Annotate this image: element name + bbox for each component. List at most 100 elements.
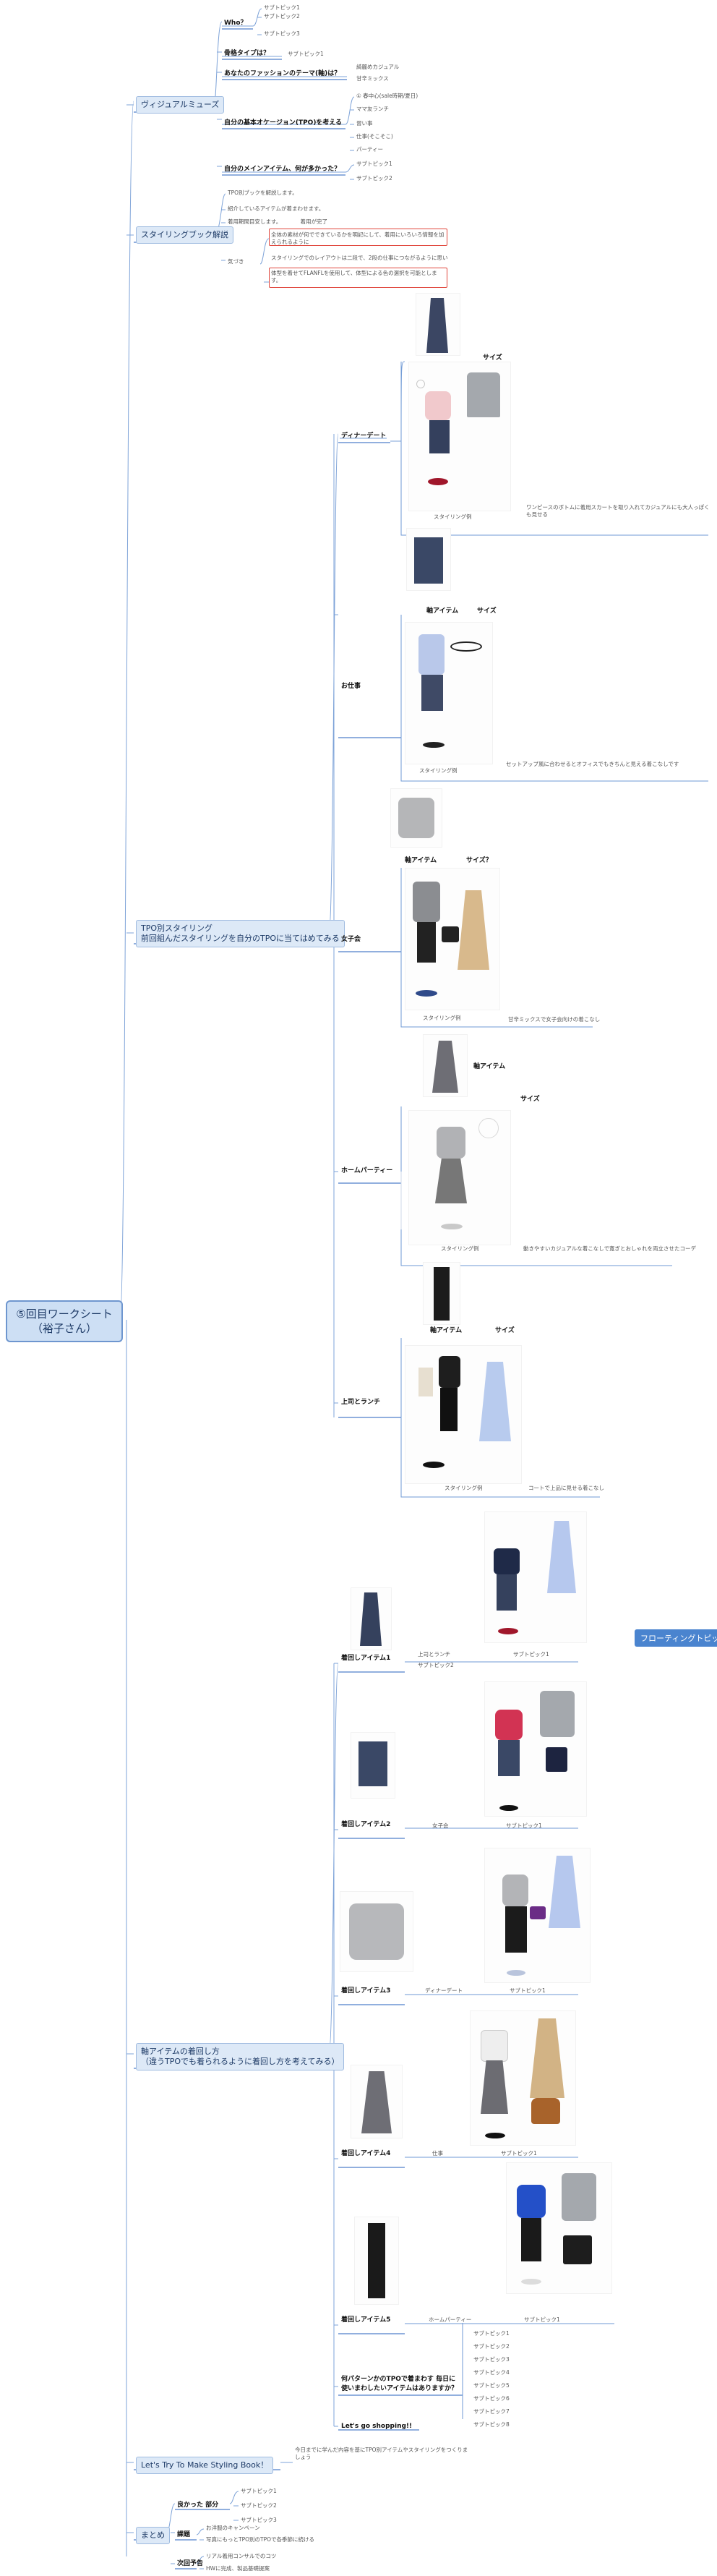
question-sub-6[interactable]: サブトピック6 [473,2395,510,2402]
scene-name[interactable]: 女子会 [341,936,361,943]
styling-book-item-4[interactable]: 全体の素材が何でできているかを明記にして、着用にいろいろ情報を加えられるように [271,231,445,245]
axis-item-name[interactable]: 着回しアイテム2 [341,1821,391,1828]
question-sub-2[interactable]: サブトピック2 [473,2343,510,2350]
question-line-2[interactable]: 使いまわしたいアイテムはありますか？ [341,2385,458,2392]
axis-item-tpo[interactable]: 上司とランチ [418,1651,450,1658]
tpo-label[interactable]: 自分の基本オケージョン(TPO)を考える [224,119,343,127]
summary-next-label[interactable]: 次回予告 [177,2560,204,2567]
scene-size: サイズ [495,1327,515,1334]
axis-item-tpo[interactable]: ディナーデート [425,1987,463,1994]
photo-sweater [340,1891,413,1972]
scene-caption: スタイリング例 [434,513,472,520]
skeleton-label[interactable]: 骨格タイプは？ [224,50,270,57]
skeleton-sub[interactable]: サブトピック1 [288,51,324,57]
axis-item-tpo[interactable]: ホームパーティー [429,2316,472,2323]
scene-size: サイズ？ [466,857,492,864]
summary-good-sub-3[interactable]: サブトピック3 [241,2517,277,2523]
axis-item-name[interactable]: 着回しアイテム5 [341,2316,391,2324]
styling-book-item-2[interactable]: 紹介しているアイテムが着まわせます。 [228,205,325,212]
summary-good-sub-1[interactable]: サブトピック1 [241,2488,277,2494]
summary-issues-sub-1[interactable]: お洋服のキャンペーン [206,2525,260,2531]
who-sub-3[interactable]: サブトピック3 [264,30,300,37]
scene-name[interactable]: ホームパーティー [341,1167,393,1174]
main-items-sub-1[interactable]: サブトピック1 [356,161,392,167]
who-sub-1[interactable]: サブトピック1 [264,4,300,11]
summary-next-sub-2[interactable]: HWに完成、製品基礎提案 [206,2565,270,2572]
axis-item-name[interactable]: 着回しアイテム4 [341,2150,391,2157]
scene-note: コートで上品に見せる着こなし [528,1485,604,1491]
styling-example-image [470,2010,576,2146]
who-label[interactable]: Who？ [224,20,247,27]
styling-book-item-5[interactable]: スタイリングでのレイアウトは二段で、2段の仕事につながるように思い [271,255,448,261]
topic-styling-book[interactable]: スタイリングブック解説 [136,226,233,244]
topic-summary[interactable]: まとめ [136,2527,170,2544]
summary-next-sub-1[interactable]: リアル着用コンサルでのコツ [206,2553,277,2559]
summary-good-sub-2[interactable]: サブトピック2 [241,2502,277,2509]
scene-main-item: 軸アイテム [426,607,459,615]
styling-example-image [408,1110,511,1245]
tpo-sub-3[interactable]: 習い事 [356,120,373,127]
tpo-sub-5[interactable]: パーティー [356,146,384,153]
styling-example-image [484,1511,587,1643]
styling-book-item-1[interactable]: TPO別ブックを解説します。 [228,189,298,196]
axis-item-name[interactable]: 着回しアイテム1 [341,1655,391,1662]
floating-topic[interactable]: フローティングトピック [635,1629,717,1647]
question-sub-1[interactable]: サブトピック1 [473,2330,510,2337]
lets-try-note: 今日までに学んだ内容を基にTPO別アイテムやスタイリングをつくりましょう [295,2447,468,2460]
topic-tpo-styling[interactable]: TPO別スタイリング 前回組んだスタイリングを自分のTPOに当てはめてみる [136,920,345,947]
photo-pants [354,2217,399,2305]
axis-item-caption: サブトピック1 [510,1987,546,1994]
lets-go-shopping[interactable]: Let's go shopping!! [341,2423,413,2430]
question-sub-3[interactable]: サブトピック3 [473,2356,510,2363]
styling-book-item-6[interactable]: 体型を着せてFLANFLを使用して、体型による色の選択を可能とします。 [271,270,437,283]
who-sub-2[interactable]: サブトピック2 [264,13,300,20]
tpo-styling-subtitle: 前回組んだスタイリングを自分のTPOに当てはめてみる [141,934,340,943]
scene-caption: スタイリング例 [423,1015,461,1021]
scene-name[interactable]: ディナーデート [341,432,387,440]
styling-example-image [484,1681,587,1817]
question-line-1[interactable]: 何パターンかのTPOで着まわす 毎日に [341,2376,456,2383]
axis-item-name[interactable]: 着回しアイテム3 [341,1987,391,1995]
root-title: ⑤回目ワークシート [16,1308,113,1321]
scene-note: ワンピースのボトムに着用スカートを取り入れてカジュアルにも大人っぽくも見せる [526,504,710,518]
question-sub-4[interactable]: サブトピック4 [473,2369,510,2376]
styling-book-item-3[interactable]: 着用期間目安します。 着用が完了 [228,218,327,225]
photo-skirt [416,293,460,356]
axis-item-tpo[interactable]: 仕事 [432,2150,443,2157]
highlight-box [269,268,447,288]
scene-main-item: 軸アイテム [430,1327,463,1334]
styling-book-sub-label[interactable]: 気づき [228,258,244,265]
tpo-sub-4[interactable]: 仕事(そこそこ) [356,133,393,140]
scene-size: サイズ [477,607,497,615]
topic-axis-items[interactable]: 軸アイテムの着回し方 （違うTPOでも着られるように着回し方を考えてみる） [136,2043,345,2070]
scene-size: サイズ [520,1096,540,1103]
photo-skirt [423,1034,468,1097]
axis-items-title: 軸アイテムの着回し方 [141,2047,220,2056]
main-items-label[interactable]: 自分のメインアイテム、何が多かった？ [224,166,341,173]
theme-sub-2[interactable]: 甘辛ミックス [356,75,389,82]
axis-item-tpo[interactable]: 女子会 [432,1822,449,1829]
question-sub-8[interactable]: サブトピック8 [473,2421,510,2428]
tpo-sub-2[interactable]: ママ友ランチ [356,106,389,112]
tpo-sub-1[interactable]: ① 春中心(sale時期/夏日) [356,93,418,99]
main-items-sub-2[interactable]: サブトピック2 [356,175,392,182]
summary-issues-label[interactable]: 課題 [177,2531,191,2538]
summary-good-label[interactable]: 良かった 部分 [177,2502,219,2509]
axis-item-caption: サブトピック1 [506,1822,542,1829]
photo-skirt [406,528,451,591]
theme-label[interactable]: あなたのファッションのテーマ(軸)は？ [224,70,341,77]
scene-name[interactable]: 上司とランチ [341,1399,381,1406]
root-topic[interactable]: ⑤回目ワークシート （裕子さん） [6,1300,123,1342]
theme-sub-1[interactable]: 綺麗めカジュアル [356,64,400,70]
topic-lets-try[interactable]: Let's Try To Make Styling Book！ [136,2457,274,2474]
topic-visual-muse[interactable]: ヴィジュアルミューズ [136,96,225,114]
question-sub-5[interactable]: サブトピック5 [473,2382,510,2389]
summary-issues-sub-2[interactable]: 写真にもっとTPO別のTPOで各季節に続ける [206,2536,315,2543]
scene-caption: スタイリング例 [441,1245,479,1252]
scene-main-item: 軸アイテム [473,1063,506,1070]
scene-name[interactable]: お仕事 [341,683,361,690]
axis-item-tpo2[interactable]: サブトピック2 [418,1662,454,1668]
question-sub-7[interactable]: サブトピック7 [473,2408,510,2415]
photo-skirt [351,1732,395,1799]
